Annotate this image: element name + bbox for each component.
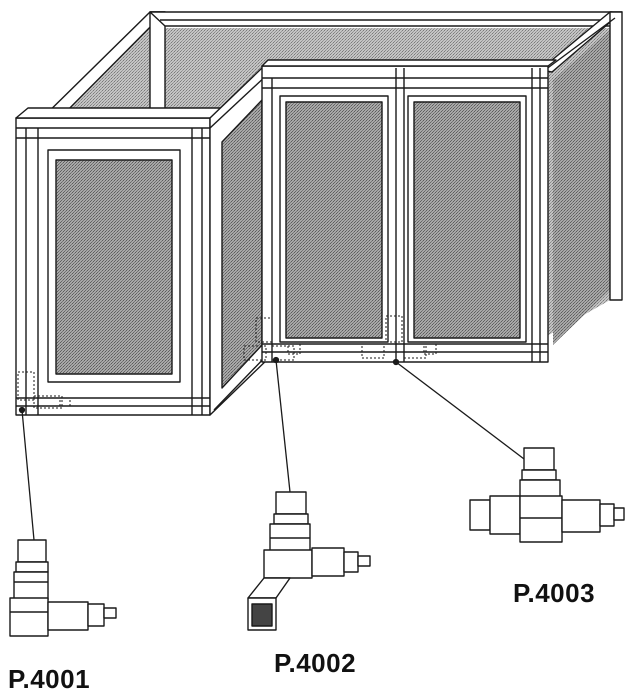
leader-lines — [18, 356, 529, 541]
connector-p4003 — [469, 447, 625, 543]
leader-line-p4001 — [21, 409, 35, 541]
part-label-p4003: P.4003 — [513, 578, 596, 608]
part-label-p4001: P.4001 — [8, 664, 91, 694]
connector-hint-right — [361, 315, 437, 359]
connector-hint-left — [17, 371, 71, 409]
leader-line-p4003 — [395, 361, 529, 463]
connector-p4001 — [9, 539, 117, 637]
back-top-rail — [149, 11, 613, 27]
leader-line-p4002 — [275, 359, 291, 493]
front-left-frame — [15, 107, 223, 416]
right-side-panel — [539, 11, 623, 345]
connector-p4002 — [247, 491, 371, 631]
middle-front-frame — [261, 59, 557, 363]
connector-hint-middle — [243, 317, 301, 361]
part-label-p4002: P.4002 — [274, 648, 357, 678]
